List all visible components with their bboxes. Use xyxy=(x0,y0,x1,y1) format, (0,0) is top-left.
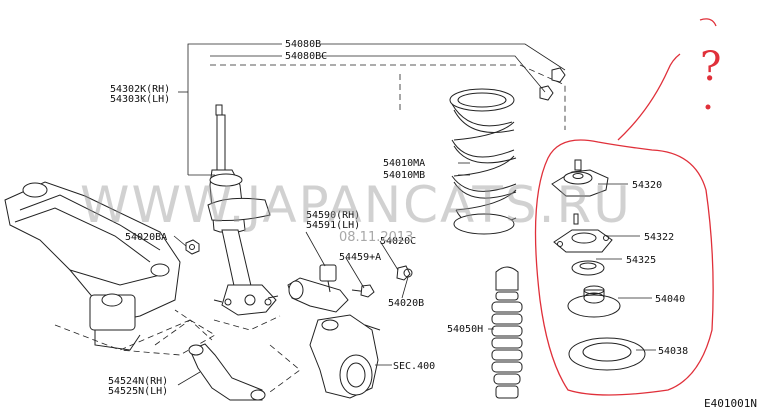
label-54590: 54590(RH) xyxy=(306,210,360,221)
date-stamp: 08.11.2013 xyxy=(339,230,413,245)
handwritten-question-mark: ? xyxy=(700,44,721,90)
red-circle-annotation xyxy=(534,139,714,396)
red-arrow-stroke xyxy=(617,53,681,141)
red-dot xyxy=(705,104,711,110)
label-54010mb: 54010MB xyxy=(383,170,425,181)
label-54524n: 54524N(RH) xyxy=(108,376,168,387)
strut-base-outline xyxy=(213,315,281,331)
rubber-seat-54038 xyxy=(568,337,646,371)
label-54080bc: 54080BC xyxy=(285,51,327,62)
crossmember-outline xyxy=(54,309,191,351)
label-54303k: 54303K(LH) xyxy=(110,94,170,105)
mount-bracket-54322 xyxy=(553,213,613,253)
label-54010ma: 54010MA xyxy=(383,158,425,169)
label-54525n: 54525N(LH) xyxy=(108,386,168,397)
label-54459a: 54459+A xyxy=(339,252,381,263)
strut-assembly-outline xyxy=(210,64,566,130)
strut-assembly xyxy=(207,104,279,316)
figure-code: E401001N xyxy=(704,397,757,410)
label-54080b: 54080B xyxy=(285,39,321,50)
lower-arm-outline-2 xyxy=(269,344,301,393)
label-54040: 54040 xyxy=(655,294,685,305)
coil-spring xyxy=(449,88,517,235)
lower-arm-outline xyxy=(154,319,213,346)
stabilizer-link xyxy=(287,264,349,313)
label-54320: 54320 xyxy=(632,180,662,191)
label-54325: 54325 xyxy=(626,255,656,266)
crossmember xyxy=(4,181,181,351)
label-sec400: SEC.400 xyxy=(393,361,435,372)
leader-lines xyxy=(173,43,656,386)
steering-knuckle xyxy=(309,314,381,399)
spring-seat-54040 xyxy=(567,285,621,318)
label-54038: 54038 xyxy=(658,346,688,357)
lower-arm xyxy=(188,343,266,401)
label-54322: 54322 xyxy=(644,232,674,243)
label-54302k: 54302K(RH) xyxy=(110,84,170,95)
nut-54020ba xyxy=(185,239,200,255)
label-54020b: 54020B xyxy=(388,298,424,309)
crossmember-outline-2 xyxy=(119,319,216,356)
bearing-54325 xyxy=(571,260,605,276)
nut-54459a xyxy=(360,284,375,298)
bump-stop-and-boot xyxy=(491,266,523,399)
label-54591: 54591(LH) xyxy=(306,220,360,231)
label-54020c: 54020C xyxy=(380,236,416,247)
nut-54080b-upper xyxy=(551,67,566,83)
label-54020ba: 54020BA xyxy=(125,232,167,243)
upper-mount-54320 xyxy=(551,159,609,197)
label-54050h: 54050H xyxy=(447,324,483,335)
watermark: WWW.JAPANCATS.RU xyxy=(80,176,632,234)
red-squiggle xyxy=(699,18,717,27)
